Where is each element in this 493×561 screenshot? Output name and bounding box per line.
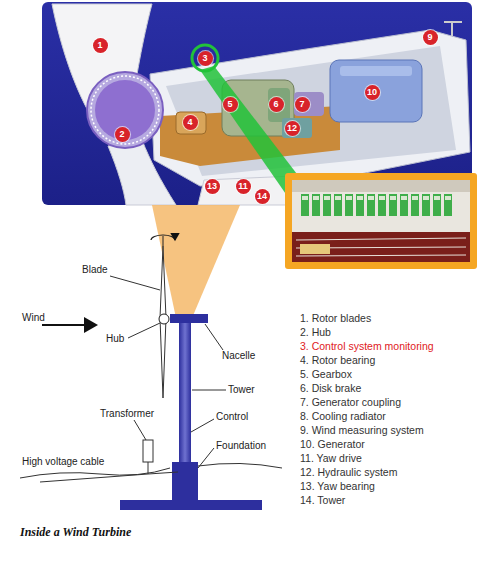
parts-list-item: 9. Wind measuring system <box>300 424 424 436</box>
part-label: Blade <box>82 264 108 275</box>
part-label: Tower <box>228 384 255 395</box>
leader-line <box>110 276 160 290</box>
foundation <box>172 462 198 502</box>
callout-number: 12 <box>285 121 300 136</box>
part-label: Foundation <box>216 440 266 451</box>
transformer <box>143 440 153 462</box>
part-label: Control <box>216 411 248 422</box>
leader-line <box>192 390 226 391</box>
part-label: Transformer <box>100 408 154 419</box>
callout-number: 14 <box>255 189 270 204</box>
inset-frame <box>285 173 477 269</box>
generator-coupling <box>294 92 324 116</box>
cabinet-rail <box>292 180 470 192</box>
tower <box>179 323 191 465</box>
generator-detail <box>340 66 412 76</box>
generator <box>330 60 422 122</box>
cables <box>296 238 466 256</box>
callout-number: 13 <box>205 179 220 194</box>
parts-list-item: 8. Cooling radiator <box>300 410 386 422</box>
nacelle <box>170 314 208 323</box>
callout-number: 10 <box>365 85 380 100</box>
hydraulic-system <box>282 118 312 138</box>
parts-list-item: 5. Gearbox <box>300 368 352 380</box>
parts-list-item: 4. Rotor bearing <box>300 354 375 366</box>
hub <box>87 72 163 148</box>
wind-sensor <box>451 22 453 36</box>
parts-list-item: 3. Control system monitoring <box>300 340 434 352</box>
parts-list-item: 12. Hydraulic system <box>300 466 397 478</box>
leader-line <box>191 419 214 432</box>
parts-list-item: 6. Disk brake <box>300 382 361 394</box>
leader-line <box>205 324 223 350</box>
leader-line <box>134 420 146 440</box>
disk-brake <box>268 88 290 122</box>
relay-row <box>300 194 454 218</box>
callout-number: 5 <box>223 97 238 112</box>
rotor-bearing <box>176 112 206 134</box>
callout-number: 3 <box>198 51 213 66</box>
callout-number: 7 <box>295 97 310 112</box>
part-label: High voltage cable <box>22 456 104 467</box>
part-label: Hub <box>106 333 124 344</box>
wind-sensor <box>444 21 462 23</box>
part-label: Nacelle <box>222 350 255 361</box>
rotation-axis <box>163 236 164 246</box>
leader-line <box>128 323 160 338</box>
inset-photo <box>292 180 470 262</box>
wind-arrow <box>42 324 96 326</box>
parts-list-item: 1. Rotor blades <box>300 312 371 324</box>
parts-list-item: 13. Yaw bearing <box>300 480 375 492</box>
callout-number: 1 <box>93 38 108 53</box>
part-label: Wind <box>22 312 45 323</box>
parts-list-item: 2. Hub <box>300 326 331 338</box>
callout-number: 6 <box>269 97 284 112</box>
hub-bearing <box>91 76 159 144</box>
callout-number: 2 <box>115 127 130 142</box>
parts-list-item: 10. Generator <box>300 438 365 450</box>
caption: Inside a Wind Turbine <box>20 525 131 540</box>
cable-bundle <box>292 232 470 262</box>
callout-number: 9 <box>423 30 438 45</box>
callout-number: 11 <box>236 179 251 194</box>
parts-list-item: 11. Yaw drive <box>300 452 362 464</box>
leader-line <box>198 448 214 468</box>
parts-list-item: 7. Generator coupling <box>300 396 401 408</box>
callout-number: 4 <box>183 115 198 130</box>
foundation <box>120 500 262 510</box>
terminal <box>300 244 330 254</box>
nacelle-housing <box>150 30 470 186</box>
parts-list-item: 14. Tower <box>300 494 345 506</box>
hub <box>159 314 169 324</box>
